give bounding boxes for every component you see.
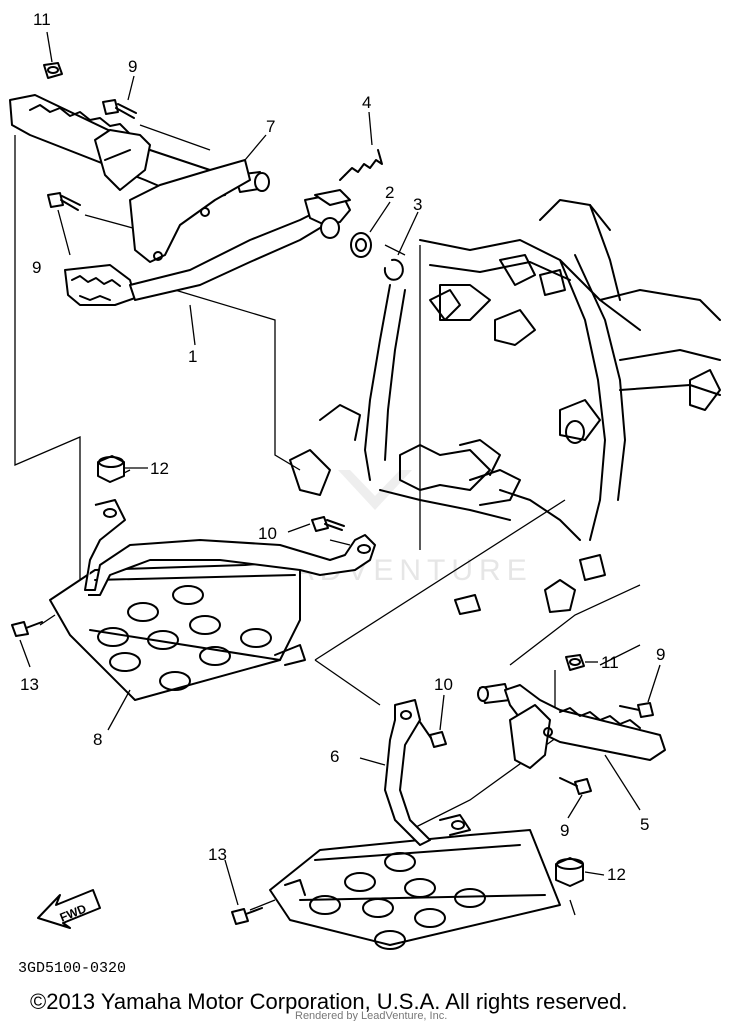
callout-2: 2	[385, 183, 394, 202]
callout-13: 13	[20, 675, 39, 694]
frame	[289, 199, 721, 615]
bolt-13-right	[231, 907, 263, 925]
callout-12: 12	[607, 865, 626, 884]
bolt-10-left	[311, 516, 345, 532]
callout-3: 3	[413, 195, 422, 214]
callout-5: 5	[640, 815, 649, 834]
damper-12-bottom	[555, 857, 584, 887]
callout-6: 6	[330, 747, 339, 766]
callout-10: 10	[434, 675, 453, 694]
callout-12: 12	[150, 459, 169, 478]
callout-11: 11	[33, 10, 51, 29]
callout-9: 9	[560, 821, 569, 840]
callout-10: 10	[258, 524, 277, 543]
callout-9: 9	[128, 57, 137, 76]
callout-4: 4	[362, 93, 371, 112]
callout-labels: 11 9 7 4 2 3 9 1 12 10 13 8 11 9 10 6 5 …	[20, 10, 665, 884]
copyright-notice: ©2013 Yamaha Motor Corporation, U.S.A. A…	[30, 989, 627, 1014]
callout-9: 9	[32, 258, 41, 277]
leader-lines	[14, 124, 641, 916]
washer-2	[350, 232, 372, 258]
callout-11: 11	[601, 653, 619, 672]
brake-pedal-1	[64, 189, 351, 306]
bolt-9-top	[102, 99, 137, 119]
bolt-10-right	[419, 721, 447, 748]
fwd-arrow-icon: FWD	[37, 889, 101, 929]
part-code: 3GD5100-0320	[18, 960, 126, 977]
bolt-9-right-lower	[559, 777, 592, 795]
nut-11-right	[565, 654, 585, 671]
footrest-5	[477, 683, 666, 769]
callout-9: 9	[656, 645, 665, 664]
guard-8	[49, 499, 376, 701]
bolt-9-left	[47, 192, 81, 211]
damper-12-top	[97, 455, 125, 483]
circlip-3	[383, 258, 404, 281]
spring-4	[339, 149, 383, 181]
footrest-7	[9, 94, 270, 263]
callout-7: 7	[266, 117, 275, 136]
callout-8: 8	[93, 730, 102, 749]
bolt-9-right-upper	[619, 702, 654, 718]
callout-leaders	[19, 31, 661, 906]
nut-11-top	[43, 62, 63, 79]
guard-6	[269, 699, 561, 950]
callout-1: 1	[188, 347, 197, 366]
rendered-by-note: Rendered by LeadVenture, Inc.	[295, 1010, 447, 1021]
bolt-13-left	[11, 621, 43, 637]
watermark-logo	[338, 470, 412, 510]
callout-13: 13	[208, 845, 227, 864]
